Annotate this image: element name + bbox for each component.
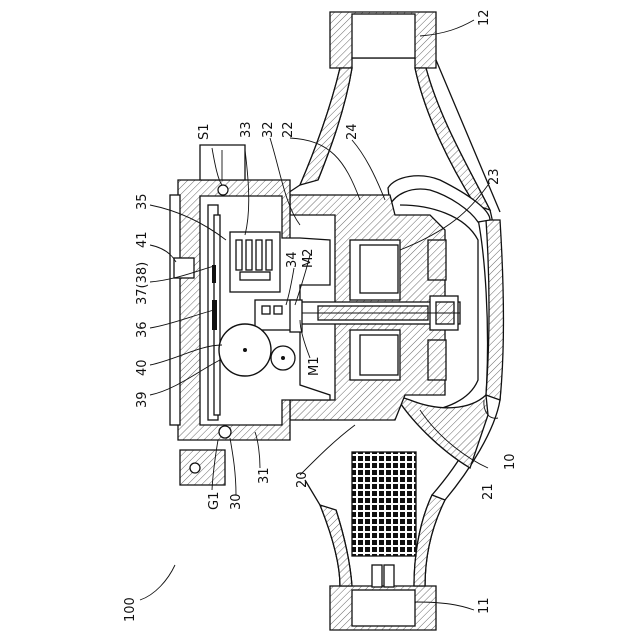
label-36: 36 [135,321,150,338]
label-23: 23 [487,168,502,185]
label-33: 33 [239,121,254,138]
label-20: 20 [295,471,310,488]
figure-number-100: 100 [123,597,138,622]
label-22: 22 [281,121,296,138]
label-32: 32 [261,121,276,138]
label-12: 12 [477,9,492,26]
label-M1: M1 [307,357,322,377]
label-31: 31 [257,467,272,484]
label-24: 24 [345,123,360,140]
label-40: 40 [135,359,150,376]
motor-stator [290,195,460,420]
label-10: 10 [503,453,518,470]
label-30: 30 [229,493,244,510]
label-M2: M2 [301,249,316,269]
label-41: 41 [135,231,150,248]
label-S1: S1 [197,123,212,140]
label-39: 39 [135,391,150,408]
label-35: 35 [135,193,150,210]
label-G1: G1 [207,492,222,510]
label-34: 34 [285,251,300,268]
label-37-38: 37(38) [135,262,150,305]
label-21: 21 [481,483,496,500]
label-11: 11 [477,597,492,614]
